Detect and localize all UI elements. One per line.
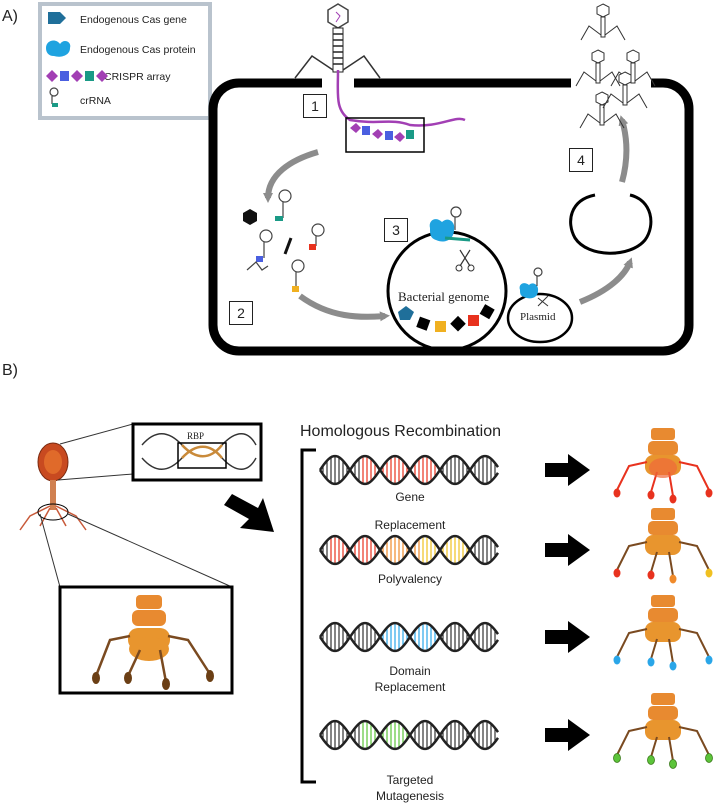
modified-phage-4 xyxy=(613,693,713,769)
row-arrow-2 xyxy=(545,534,590,566)
dna-row-2 xyxy=(318,534,500,566)
panel-a-label: A) xyxy=(2,8,18,25)
crispr-array-icon xyxy=(46,70,108,82)
linear-dna xyxy=(569,193,653,255)
modified-phage-2 xyxy=(613,508,713,584)
modified-phage-3 xyxy=(613,595,713,671)
modified-phage-1 xyxy=(613,428,713,504)
dna-row-4 xyxy=(318,719,500,751)
legend: Endogenous Cas gene Endogenous Cas prote… xyxy=(38,2,212,120)
crrna-icon xyxy=(49,87,59,107)
rbp-dna xyxy=(141,433,257,470)
panel-b-label: B) xyxy=(2,362,18,379)
tail-zoom-icon xyxy=(92,595,214,690)
dna-row-3 xyxy=(318,621,500,653)
rbp-label: RBP xyxy=(187,431,205,441)
tail-highlight xyxy=(37,503,69,521)
plasmid-label: Plasmid xyxy=(520,311,556,323)
crrna-fragments xyxy=(243,189,325,292)
row-label-targeted-mutagenesis: Targeted Mutagenesis xyxy=(375,773,445,803)
progeny-phages xyxy=(575,3,656,129)
cas-protein-icon xyxy=(46,40,71,57)
row-label-gene-replacement: Gene Replacement xyxy=(374,490,446,532)
step-3-box: 3 xyxy=(384,218,408,242)
bracket xyxy=(300,448,316,784)
step-1-box: 1 xyxy=(303,94,327,118)
genome-genes xyxy=(398,304,495,332)
genome-label: Bacterial genome xyxy=(398,289,490,304)
step-4-box: 4 xyxy=(569,148,593,172)
homologous-recombination-heading: Homologous Recombination xyxy=(300,423,501,440)
plasmid xyxy=(506,292,574,344)
row-arrow-3 xyxy=(545,621,590,653)
row-arrow-1 xyxy=(545,454,590,486)
phage-small-icon xyxy=(19,442,87,531)
row-arrow-4 xyxy=(545,719,590,751)
step-2-box: 2 xyxy=(229,301,253,325)
crispr-array-box xyxy=(345,117,425,153)
dna-row-1 xyxy=(318,454,500,486)
cas-gene-icon xyxy=(48,12,66,24)
crispr-array-in-cell xyxy=(350,123,414,142)
phage-injecting-icon xyxy=(294,3,466,127)
big-arrow xyxy=(224,494,274,532)
row-label-domain-replacement: Domain Replacement xyxy=(374,664,446,694)
cas-protein-on-genome xyxy=(429,206,475,272)
cas-protein-on-plasmid xyxy=(519,267,549,307)
row-label-polyvalency: Polyvalency xyxy=(377,572,443,586)
bacterial-cell xyxy=(208,78,694,356)
